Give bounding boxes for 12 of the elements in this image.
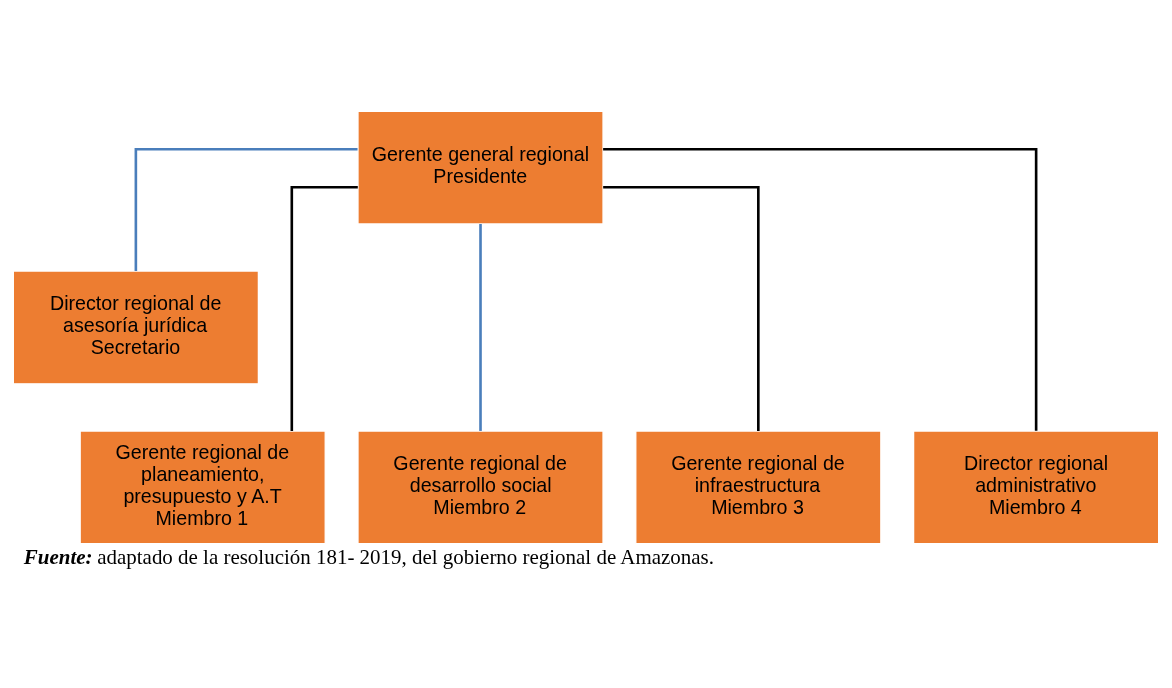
connector — [290, 185, 358, 431]
caption: Fuente: adaptado de la resolución 181- 2019, del gobierno regional de Amazonas. — [23, 544, 714, 569]
node-box: Gerente regional de infraestructura Miembro 3 — [635, 429, 882, 544]
connector — [603, 185, 760, 431]
connector — [479, 223, 482, 431]
connector — [134, 147, 358, 271]
connector — [603, 147, 1038, 431]
node-box: Director regional administrativo Miembro 4 — [912, 429, 1160, 544]
node-box: Gerente general regional Presidente — [357, 110, 604, 225]
node-box: Gerente regional de desarrollo social Miembro 2 — [357, 429, 604, 544]
node-box: Director regional de asesoría jurídica Secretario — [12, 269, 260, 384]
node-box: Gerente regional de planeamiento, presupuesto y A.T Miembro 1 — [79, 429, 326, 544]
